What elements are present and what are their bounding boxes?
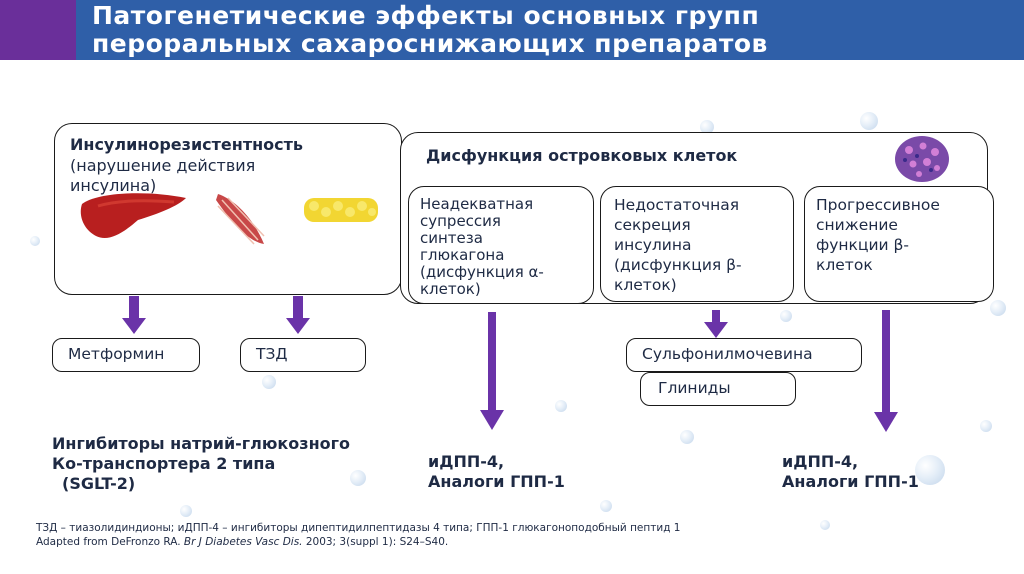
header-band [76, 0, 1024, 60]
dpp4-right-line-1: иДПП-4, [782, 452, 859, 471]
title-line-1: Патогенетические эффекты основных групп [92, 1, 760, 30]
drop [700, 120, 714, 134]
glinides-box [640, 372, 796, 406]
tzd-box [240, 338, 366, 372]
drop [680, 430, 694, 444]
arrow-to-metformin [122, 296, 146, 334]
insulin-resistance-title: Инсулинорезистентность [70, 135, 304, 154]
alpha-line-1: Неадекватная [420, 195, 534, 213]
beta-line-4: (дисфункция β- [614, 256, 742, 274]
alpha-line-5: (дисфункция α- [420, 263, 544, 281]
beta-line-1: Недостаточная [614, 196, 740, 214]
drop [980, 420, 992, 432]
drop [555, 400, 567, 412]
progressive-decline-box [804, 186, 994, 302]
reference-details: 2003; 3(suppl 1): S24–S40. [302, 536, 449, 548]
islet-dysfunction-title: Дисфункция островковых клеток [426, 146, 738, 165]
dpp4-mid-line-1: иДПП-4, [428, 452, 505, 471]
sulfonylurea-label: Сульфонилмочевина [642, 345, 813, 363]
progressive-line-1: Прогрессивное [816, 196, 940, 214]
insulin-resistance-line-2: (нарушение действия [70, 156, 256, 175]
glinides-label: Глиниды [658, 379, 731, 397]
insulin-resistance-line-3: инсулина) [70, 176, 157, 195]
alpha-line-2: супрессия [420, 212, 501, 230]
arrow-to-dpp-right [874, 310, 898, 432]
metformin-label: Метформин [68, 345, 165, 363]
islet-cell-icon [895, 136, 949, 182]
alpha-line-4: глюкагона [420, 246, 505, 264]
sulfonylurea-box [626, 338, 862, 372]
header-accent [0, 0, 76, 60]
beta-line-5: клеток) [614, 276, 677, 294]
tzd-label: ТЗД [256, 345, 288, 363]
drop [30, 236, 40, 246]
drop [820, 520, 830, 530]
reference-author: Adapted from DeFronzo RA. [36, 536, 184, 548]
drop [350, 470, 366, 486]
dpp4-mid-line-2: Аналоги ГПП-1 [428, 472, 565, 491]
arrow-to-tzd [286, 296, 310, 334]
fat-tissue-icon [304, 198, 378, 222]
footnote-abbreviations: ТЗД – тиазолидиндионы; иДПП-4 – ингибито… [36, 522, 681, 534]
reference-journal: Br J Diabetes Vasc Dis. [183, 536, 303, 548]
drop [990, 300, 1006, 316]
beta-line-2: секреция [614, 216, 691, 234]
drop [600, 500, 612, 512]
beta-line-3: инсулина [614, 236, 692, 254]
drop [180, 505, 192, 517]
liver-icon [80, 193, 186, 239]
muscle-icon [216, 194, 265, 245]
alpha-line-6: клеток) [420, 280, 481, 298]
arrow-to-sulfonylurea [704, 310, 728, 338]
progressive-line-2: снижение [816, 216, 898, 234]
drop [262, 375, 276, 389]
beta-cell-box [600, 186, 794, 302]
progressive-line-3: функции β- [816, 236, 910, 254]
sglt2-line-3: (SGLT-2) [62, 474, 136, 493]
dpp4-right-line-2: Аналоги ГПП-1 [782, 472, 919, 491]
progressive-line-4: клеток [816, 256, 873, 274]
metformin-box [52, 338, 200, 372]
title-line-2: пероральных сахароснижающих препаратов [92, 29, 768, 58]
alpha-line-3: синтеза [420, 229, 483, 247]
alpha-cell-box [408, 186, 594, 304]
drop [860, 112, 878, 130]
footnote-reference: Adapted from DeFronzo RA. Br J Diabetes … [36, 536, 448, 549]
arrow-to-dpp-mid [480, 312, 504, 430]
sglt2-line-2: Ко-транспортера 2 типа [52, 454, 276, 473]
drop [915, 455, 945, 485]
slide-title: Патогенетические эффекты основных групп … [92, 2, 992, 58]
sglt2-line-1: Ингибиторы натрий-глюкозного [52, 434, 350, 453]
drop [780, 310, 792, 322]
